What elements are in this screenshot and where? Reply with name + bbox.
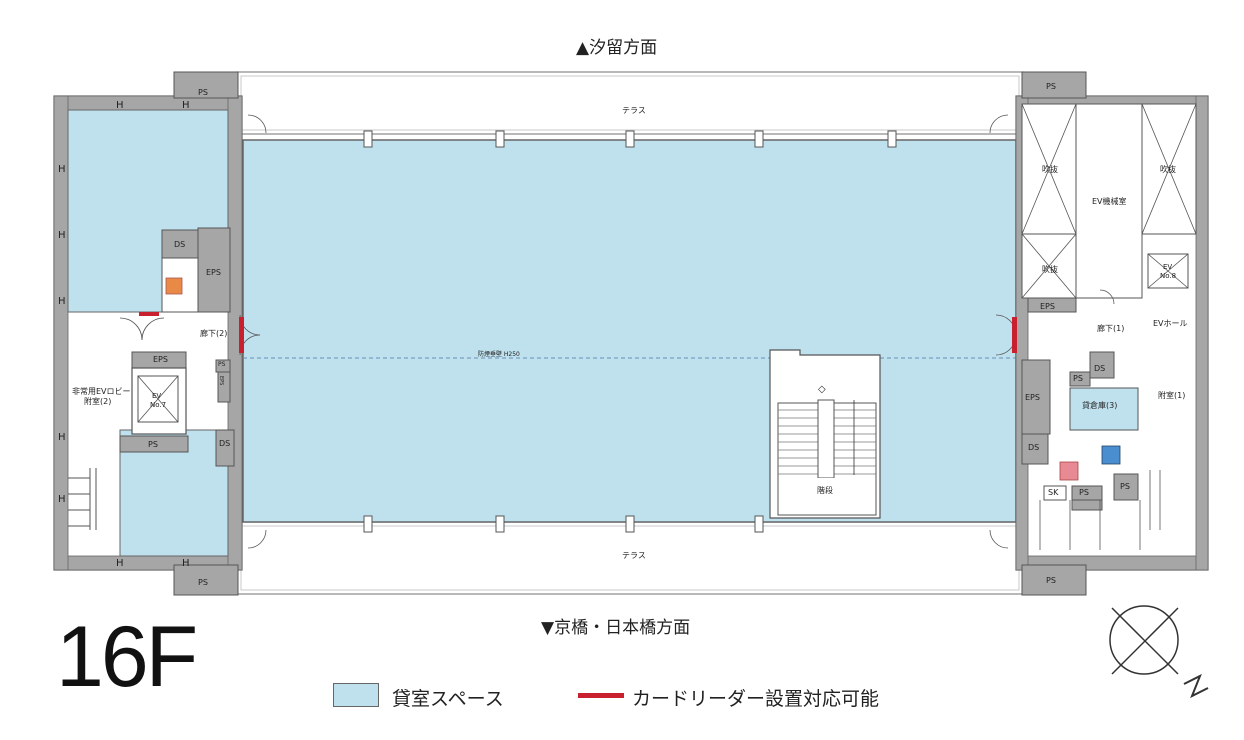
terrace-top — [236, 71, 1024, 135]
emergency-lobby-label-1: 非常用EVロビー — [72, 387, 131, 396]
left-core — [53, 71, 267, 596]
floor-label: 16F — [56, 609, 198, 705]
ps-bottom-left-label: PS — [198, 578, 208, 587]
svg-text:H: H — [58, 494, 66, 505]
corridor-2-label: 廊下(2) — [200, 329, 228, 338]
rental-space-main — [242, 139, 1017, 523]
terrace-bottom-label: テラス — [622, 551, 646, 560]
legend-card-reader-label: カードリーダー設置対応可能 — [632, 688, 880, 710]
svg-text:H: H — [182, 558, 190, 569]
eps-left-middle-label: EPS — [153, 355, 168, 364]
emergency-lobby-label-2: 附室(2) — [84, 397, 112, 406]
ps-top-left-label: PS — [198, 88, 208, 97]
ds-left-lower-label: DS — [219, 439, 231, 448]
svg-text:H: H — [116, 558, 124, 569]
svg-text:H: H — [58, 432, 66, 443]
fukinuke-3-label: 吹抜 — [1160, 165, 1176, 174]
ds-right-upper-label: DS — [1094, 364, 1106, 373]
fukinuke-1-label: 吹抜 — [1042, 165, 1058, 174]
ds-right-lower-label: DS — [1028, 443, 1040, 452]
ev-right-number: No.8 — [1160, 272, 1177, 280]
corridor-1-label: 廊下(1) — [1097, 324, 1125, 333]
fire-shutter-label: 防煙垂壁 H250 — [478, 351, 520, 358]
ev-left-number: No.7 — [150, 401, 167, 409]
ps-small-label: PS — [218, 361, 226, 368]
svg-text:H: H — [58, 164, 66, 175]
fukinuke-2-label: 吹抜 — [1042, 265, 1058, 274]
ev-hall-label: EVホール — [1153, 319, 1188, 328]
ps-right-lower-2-label: PS — [1120, 482, 1130, 491]
ps-right-lower-1-label: PS — [1079, 488, 1089, 497]
eps-right-upper-label: EPS — [1040, 302, 1055, 311]
right-core — [989, 71, 1209, 596]
svg-text:H: H — [58, 230, 66, 241]
eps-right-middle-label: EPS — [1025, 393, 1040, 402]
ev-machine-room-label: EV機械室 — [1092, 197, 1127, 206]
ps-bottom-right-label: PS — [1046, 576, 1056, 585]
ev-left-label: EV — [152, 392, 162, 400]
eps-small-vertical-label: EPS — [218, 376, 224, 386]
terrace-top-label: テラス — [622, 106, 646, 115]
ps-right-small-label: PS — [1073, 374, 1083, 383]
legend-rental-swatch — [333, 683, 379, 707]
svg-text:H: H — [58, 296, 66, 307]
ds-left-upper-label: DS — [174, 240, 186, 249]
eps-left-upper-label: EPS — [206, 268, 221, 277]
legend-card-reader-line — [578, 693, 624, 698]
svg-text:H: H — [116, 100, 124, 111]
direction-north-label: ▲汐留方面 — [576, 38, 658, 58]
legend-rental-label: 貸室スペース — [392, 688, 504, 710]
stair-core: ◇ — [769, 349, 881, 519]
direction-south-label: ▼京橋・日本橋方面 — [541, 618, 691, 638]
svg-text:◇: ◇ — [818, 384, 826, 395]
ev-right-label: EV — [1163, 263, 1173, 271]
annex-1-label: 附室(1) — [1158, 391, 1186, 400]
ps-top-right-label: PS — [1046, 82, 1056, 91]
svg-text:H: H — [182, 100, 190, 111]
stairs-label: 階段 — [817, 486, 833, 495]
ps-left-middle-label: PS — [148, 440, 158, 449]
storage-3-label: 貸倉庫(3) — [1082, 401, 1118, 410]
north-arrow-icon — [1109, 605, 1209, 699]
sk-label: SK — [1048, 488, 1059, 497]
